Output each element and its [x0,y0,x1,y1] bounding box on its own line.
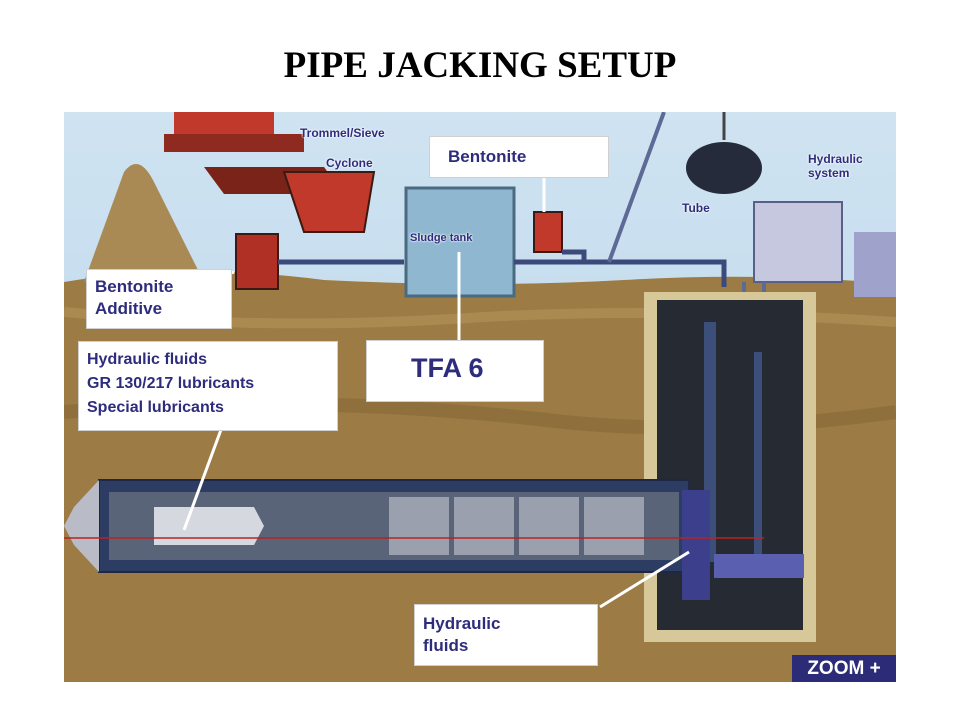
label-trommel: Trommel/Sieve [300,126,385,140]
cyclone [282,171,376,233]
callout-hydraulic-fluids: Hydraulic fluids [414,604,598,666]
label-tube: Tube [682,201,710,215]
callout-bentonite-additive: Bentonite Additive [86,269,232,329]
label-cyclone: Cyclone [326,156,373,170]
additive-tank [235,233,279,290]
cutter-head [64,480,99,572]
trommel-drum [174,112,274,134]
tube-drum [686,142,762,194]
jacking-frame [682,490,710,600]
spoil-heap [84,164,204,282]
callout-bentonite: Bentonite [429,136,609,178]
callout-tfa6: TFA 6 [366,340,544,402]
label-sludge-tank: Sludge tank [410,232,473,244]
bentonite-tank [533,211,563,253]
pipework [278,249,727,287]
callout-lubricants: Hydraulic fluids GR 130/217 lubricants S… [78,341,338,431]
pipe-jacking-illustration: Trommel/Sieve Cyclone Sludge tank Tube H… [64,112,896,682]
label-hydraulic-system: Hydraulic system [808,152,863,180]
zoom-button[interactable]: ZOOM + [792,655,896,682]
hydraulic-unit [753,201,843,283]
page-title: PIPE JACKING SETUP [283,45,677,86]
